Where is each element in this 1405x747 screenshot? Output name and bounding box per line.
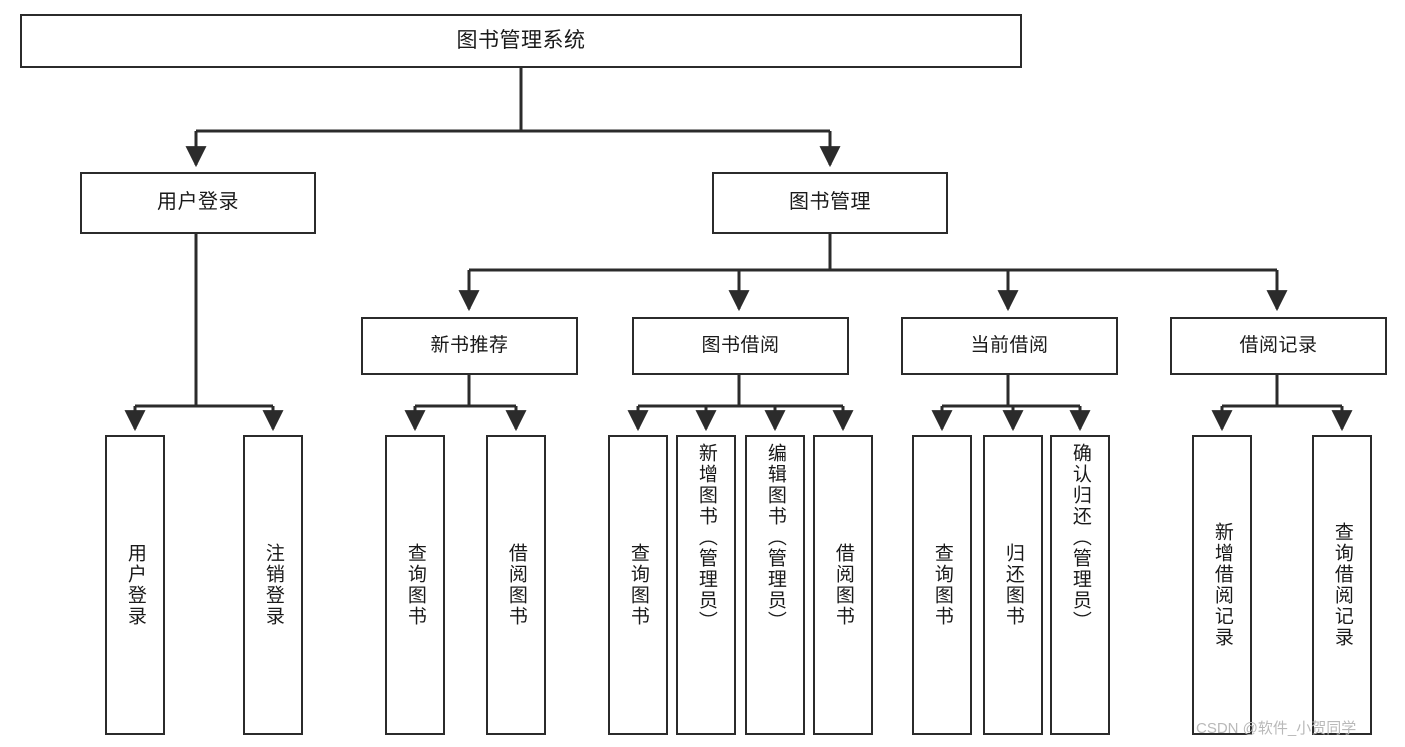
node-current-borrow[interactable]: 当前借阅: [901, 317, 1118, 375]
node-leaf-query-record[interactable]: 查询借阅记录: [1312, 435, 1372, 735]
node-borrow-record-label: 借阅记录: [1239, 334, 1318, 356]
node-leaf-confirm-return-label: 确认归还（管理员）: [1069, 443, 1091, 632]
node-leaf-edit-book[interactable]: 编辑图书（管理员）: [745, 435, 805, 735]
node-leaf-borrow-book-1[interactable]: 借阅图书: [486, 435, 546, 735]
node-leaf-user-login-label: 用户登录: [124, 543, 146, 627]
node-leaf-return-book-label: 归还图书: [1002, 543, 1024, 627]
node-leaf-query-book-2[interactable]: 查询图书: [608, 435, 668, 735]
node-user-login[interactable]: 用户登录: [80, 172, 316, 234]
node-leaf-borrow-book-2-label: 借阅图书: [832, 543, 854, 627]
node-leaf-query-book-1-label: 查询图书: [404, 543, 426, 627]
node-book-manage-label: 图书管理: [789, 191, 871, 214]
node-leaf-add-book-label: 新增图书（管理员）: [695, 443, 717, 632]
node-leaf-add-record[interactable]: 新增借阅记录: [1192, 435, 1252, 735]
node-leaf-user-login[interactable]: 用户登录: [105, 435, 165, 735]
node-leaf-logout-login[interactable]: 注销登录: [243, 435, 303, 735]
node-leaf-return-book[interactable]: 归还图书: [983, 435, 1043, 735]
node-root-system[interactable]: 图书管理系统: [20, 14, 1022, 68]
node-new-book-recommend-label: 新书推荐: [430, 334, 509, 356]
node-current-borrow-label: 当前借阅: [970, 334, 1049, 356]
node-leaf-confirm-return[interactable]: 确认归还（管理员）: [1050, 435, 1110, 735]
node-leaf-query-record-label: 查询借阅记录: [1331, 522, 1353, 648]
node-leaf-borrow-book-2[interactable]: 借阅图书: [813, 435, 873, 735]
node-leaf-query-book-1[interactable]: 查询图书: [385, 435, 445, 735]
node-new-book-recommend[interactable]: 新书推荐: [361, 317, 578, 375]
node-root-label: 图书管理系统: [456, 28, 586, 52]
node-book-manage[interactable]: 图书管理: [712, 172, 948, 234]
node-leaf-logout-login-label: 注销登录: [262, 543, 284, 627]
node-leaf-add-record-label: 新增借阅记录: [1211, 522, 1233, 648]
node-leaf-add-book[interactable]: 新增图书（管理员）: [676, 435, 736, 735]
node-book-borrow[interactable]: 图书借阅: [632, 317, 849, 375]
node-leaf-borrow-book-1-label: 借阅图书: [505, 543, 527, 627]
node-leaf-query-book-3-label: 查询图书: [931, 543, 953, 627]
node-leaf-edit-book-label: 编辑图书（管理员）: [764, 443, 786, 632]
node-user-login-label: 用户登录: [157, 191, 239, 214]
csdn-watermark: CSDN @软件_小贺同学: [1196, 720, 1357, 737]
node-borrow-record[interactable]: 借阅记录: [1170, 317, 1387, 375]
node-book-borrow-label: 图书借阅: [701, 334, 780, 356]
node-leaf-query-book-2-label: 查询图书: [627, 543, 649, 627]
node-leaf-query-book-3[interactable]: 查询图书: [912, 435, 972, 735]
